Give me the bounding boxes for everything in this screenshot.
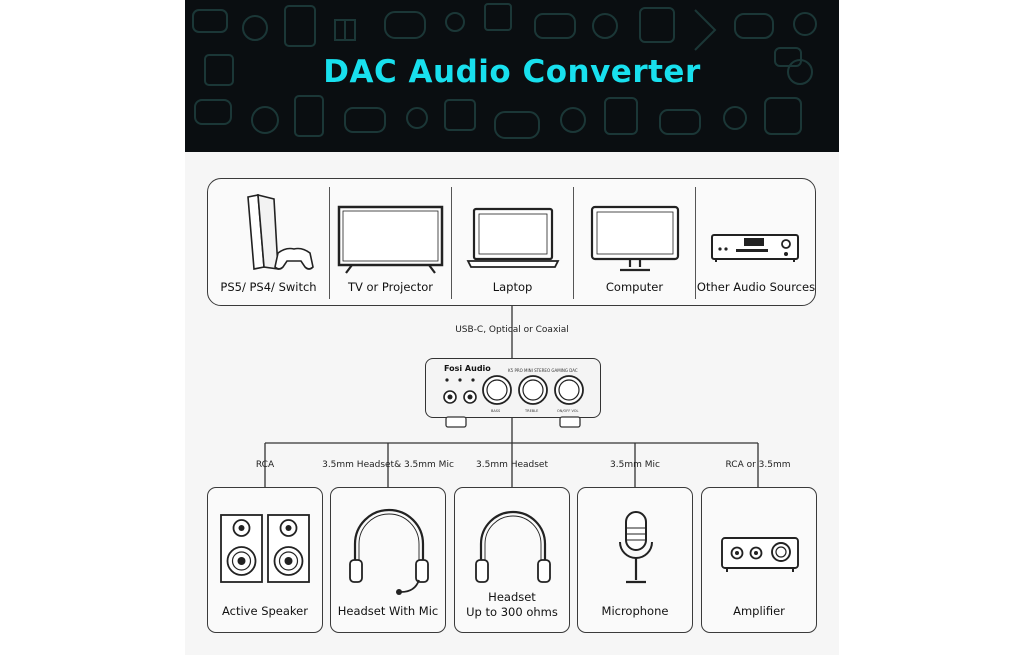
device-brand: Fosi Audio xyxy=(444,364,491,373)
monitor-icon xyxy=(590,205,680,272)
output-label: Active Speaker xyxy=(221,604,308,618)
output-label: Headset With Mic xyxy=(337,604,439,618)
output-microphone: Microphone xyxy=(577,487,693,633)
sources-box: PS5/ PS4/ Switch TV or Projector Laptop xyxy=(207,178,816,306)
output-amplifier: Amplifier xyxy=(701,487,817,633)
output-connection-label: RCA xyxy=(255,460,275,470)
knob-label-bass: BASS xyxy=(491,409,501,413)
microphone-icon xyxy=(619,511,653,584)
knob-label-volume: ON/OFF VOL xyxy=(557,409,579,413)
banner-pattern xyxy=(192,3,817,139)
page-title: DAC Audio Converter xyxy=(323,54,701,90)
dac-controls xyxy=(443,375,584,428)
infographic-panel: DAC Audio Converter PS5/ PS4/ Switch TV … xyxy=(185,0,839,655)
device-model: K5 PRO MINI STEREO GAMING DAC xyxy=(508,368,578,373)
source-label: Other Audio Sources xyxy=(696,280,816,294)
source-tv: TV or Projector xyxy=(330,179,451,305)
output-label: Microphone xyxy=(601,604,669,618)
source-divider xyxy=(451,187,452,299)
amplifier-icon xyxy=(721,537,799,572)
source-console: PS5/ PS4/ Switch xyxy=(208,179,329,305)
source-laptop: Laptop xyxy=(452,179,573,305)
source-label: Laptop xyxy=(492,280,533,294)
title-banner: DAC Audio Converter xyxy=(185,0,839,152)
console-icon xyxy=(247,193,314,270)
source-divider xyxy=(573,187,574,299)
source-label: Computer xyxy=(605,280,664,294)
source-divider xyxy=(695,187,696,299)
tv-icon xyxy=(337,205,444,274)
source-divider xyxy=(329,187,330,299)
output-connection-label: 3.5mm Headset xyxy=(476,460,548,470)
output-active-speaker: Active Speaker xyxy=(207,487,323,633)
source-label: TV or Projector xyxy=(347,280,434,294)
output-sublabel: Up to 300 ohms xyxy=(466,605,558,619)
audio-receiver-icon xyxy=(711,234,799,262)
laptop-icon xyxy=(466,207,560,268)
headset-mic-icon xyxy=(349,508,429,595)
output-headset: Headset Up to 300 ohms xyxy=(454,487,570,633)
knob-label-treble: TREBLE xyxy=(525,409,539,413)
headphones-icon xyxy=(475,510,551,583)
dac-device: Fosi Audio K5 PRO MINI STEREO GAMING DAC… xyxy=(425,358,601,428)
output-connection-label: RCA or 3.5mm xyxy=(725,460,791,470)
source-audio: Other Audio Sources xyxy=(696,179,816,305)
input-connection-label: USB-C, Optical or Coaxial xyxy=(455,325,569,335)
output-connection-label: 3.5mm Mic xyxy=(610,460,660,470)
source-computer: Computer xyxy=(574,179,695,305)
output-label: Amplifier xyxy=(733,604,785,618)
output-headset-mic: Headset With Mic xyxy=(330,487,446,633)
source-label: PS5/ PS4/ Switch xyxy=(220,280,317,294)
speaker-icon xyxy=(220,514,310,583)
output-connection-label: 3.5mm Headset& 3.5mm Mic xyxy=(322,460,454,470)
output-label: Headset xyxy=(488,590,536,604)
